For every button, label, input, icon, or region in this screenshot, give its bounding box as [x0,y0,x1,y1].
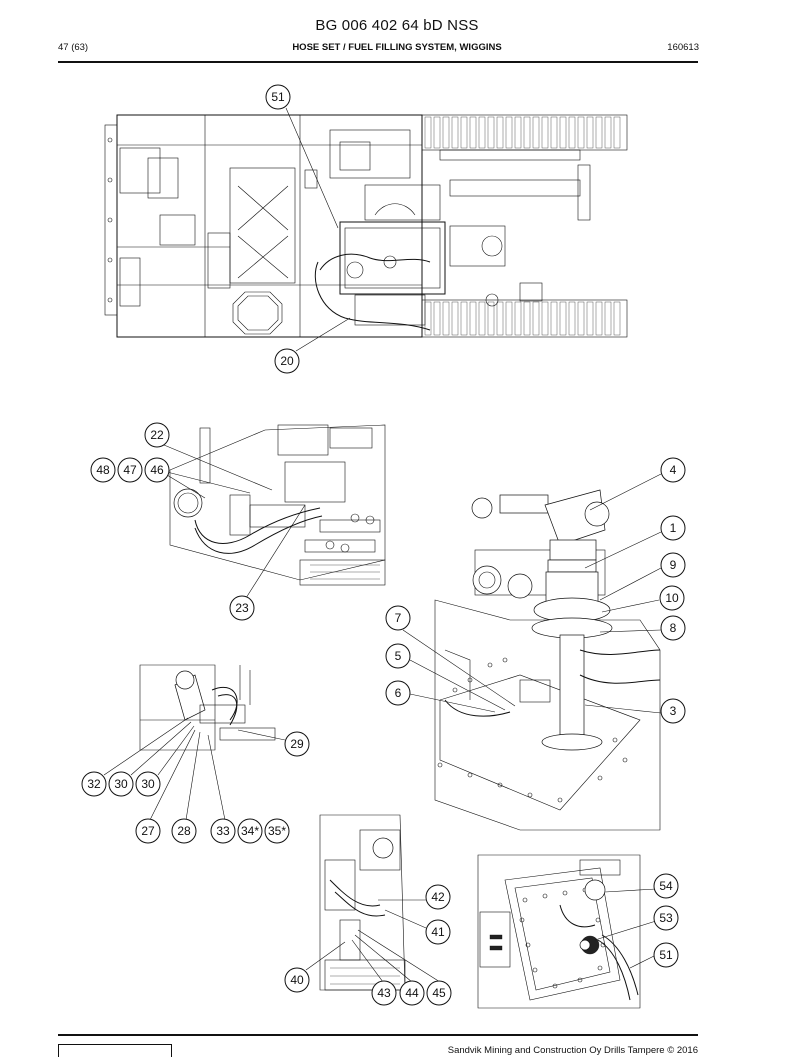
svg-text:28: 28 [177,824,191,838]
svg-text:30: 30 [141,777,155,791]
svg-text:10: 10 [665,591,679,605]
callout-51-detail: 51 [653,942,679,968]
page-indicator: 47 (63) [58,42,89,53]
callout-5: 5 [385,643,411,669]
callout-46: 46 [144,457,170,483]
svg-text:35*: 35* [268,824,286,838]
svg-text:46: 46 [150,463,164,477]
svg-text:23: 23 [235,601,249,615]
footer-rule [58,1034,698,1036]
header-rule [58,61,698,63]
svg-text:7: 7 [395,611,402,625]
callout-4: 4 [660,457,686,483]
svg-text:42: 42 [431,890,445,904]
callout-23: 23 [229,595,255,621]
callout-47: 47 [117,457,143,483]
svg-text:33: 33 [216,824,230,838]
callout-8: 8 [660,615,686,641]
svg-text:47: 47 [123,463,137,477]
svg-text:1: 1 [670,521,677,535]
svg-text:53: 53 [659,911,673,925]
svg-text:22: 22 [150,428,164,442]
svg-text:9: 9 [670,558,677,572]
detail-a-drawing [169,424,386,586]
overview-drawing [104,114,628,338]
callout-27: 27 [135,818,161,844]
callout-45: 45 [426,980,452,1006]
svg-text:44: 44 [405,986,419,1000]
callout-30-a: 30 [108,771,134,797]
svg-text:27: 27 [141,824,155,838]
callout-28: 28 [171,818,197,844]
svg-text:54: 54 [659,879,673,893]
callout-9: 9 [660,552,686,578]
svg-text:51: 51 [659,948,673,962]
svg-text:8: 8 [670,621,677,635]
svg-text:45: 45 [432,986,446,1000]
svg-text:20: 20 [280,354,294,368]
callout-40: 40 [284,967,310,993]
svg-text:4: 4 [670,463,677,477]
svg-text:41: 41 [431,925,445,939]
document-title: HOSE SET / FUEL FILLING SYSTEM, WIGGINS [292,42,502,53]
callout-10: 10 [659,585,685,611]
sandvik-logo [58,1044,172,1057]
detail-b-drawing [434,489,661,831]
callout-32: 32 [81,771,107,797]
svg-text:29: 29 [290,737,304,751]
svg-text:43: 43 [377,986,391,1000]
document-date: 160613 [667,42,699,53]
callout-48: 48 [90,457,116,483]
document-number: BG 006 402 64 bD NSS [315,17,479,34]
svg-text:6: 6 [395,686,402,700]
callout-33: 33 [210,818,236,844]
callout-3: 3 [660,698,686,724]
svg-text:30: 30 [114,777,128,791]
callout-44: 44 [399,980,425,1006]
callout-51-overview: 51 [265,84,291,110]
callout-35-star: 35* [264,818,290,844]
detail-c-drawing [139,664,276,751]
svg-text:48: 48 [96,463,110,477]
callout-43: 43 [371,980,397,1006]
svg-text:32: 32 [87,777,101,791]
svg-text:51: 51 [271,90,285,104]
svg-text:40: 40 [290,973,304,987]
svg-text:5: 5 [395,649,402,663]
detail-d-drawing [319,814,406,991]
track-links-upper [424,116,621,149]
detail-e-drawing [477,854,641,1009]
callout-42: 42 [425,884,451,910]
callout-41: 41 [425,919,451,945]
callout-6: 6 [385,680,411,706]
leader-lines [103,107,662,983]
callout-53: 53 [653,905,679,931]
callout-30-b: 30 [135,771,161,797]
track-links-lower [424,301,621,336]
callout-54: 54 [653,873,679,899]
callout-1: 1 [660,515,686,541]
svg-text:3: 3 [670,704,677,718]
callout-20: 20 [274,348,300,374]
callout-34-star: 34* [237,818,263,844]
svg-text:34*: 34* [241,824,259,838]
callout-29: 29 [284,731,310,757]
footer-copyright: Sandvik Mining and Construction Oy Drill… [447,1045,698,1056]
callout-7: 7 [385,605,411,631]
callout-22: 22 [144,422,170,448]
